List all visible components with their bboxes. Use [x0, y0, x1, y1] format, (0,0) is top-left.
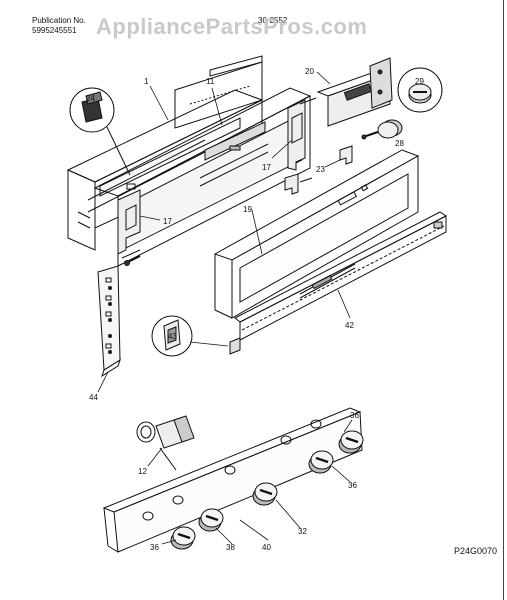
clip-23-upper	[339, 145, 353, 165]
callout-20: 20	[305, 67, 314, 76]
diagram-code: P24G0070	[453, 546, 497, 556]
callout-29: 29	[415, 77, 424, 86]
clip-43	[151, 315, 193, 357]
screw	[124, 255, 141, 266]
callout-40: 40	[262, 543, 271, 552]
callout-42: 42	[345, 321, 354, 330]
callout-1: 1	[144, 77, 149, 86]
model-code: 30-2552	[258, 16, 288, 25]
knob-36-b	[338, 430, 364, 454]
knob-38	[198, 508, 224, 532]
watermark: AppliancePartsPros.com	[96, 14, 368, 39]
callout-44: 44	[89, 393, 98, 402]
callout-17-upper: 17	[262, 163, 271, 172]
knob-35	[308, 450, 334, 474]
callout-35: 36	[348, 481, 357, 490]
callout-11: 11	[206, 77, 215, 86]
bracket-17-left	[117, 189, 141, 259]
callout-19: 19	[243, 205, 252, 214]
bracket-17-right	[287, 99, 306, 171]
publication-number: 5995245551	[32, 26, 77, 35]
callout-43: 43	[168, 332, 177, 341]
page-edge-line	[503, 0, 504, 600]
rear-shield	[174, 55, 263, 129]
knob-32	[252, 482, 278, 506]
valve-panel-40	[102, 407, 363, 553]
knob-28	[361, 119, 403, 140]
callout-17-lower: 17	[163, 217, 172, 226]
clock-knob-29	[397, 67, 443, 113]
callout-24: 24	[86, 94, 95, 103]
callout-36-right: 36	[350, 411, 359, 420]
clock-board-20	[299, 57, 393, 127]
side-bracket-44	[97, 265, 121, 378]
leader-lines	[97, 71, 353, 545]
callout-38: 38	[226, 543, 235, 552]
control-panel-front-19	[213, 149, 420, 319]
trim-strip-42	[229, 211, 447, 355]
callout-28: 28	[395, 139, 404, 148]
clip-23-lower	[284, 173, 313, 195]
ignition-switch-12	[136, 415, 195, 471]
knob-36-a	[170, 526, 196, 550]
rocker-switch-24	[69, 87, 131, 176]
callout-32: 32	[298, 527, 307, 536]
callout-36-left: 36	[150, 543, 159, 552]
callout-23: 23	[316, 165, 325, 174]
callout-12: 12	[138, 467, 147, 476]
publication-label: Publication No.	[32, 16, 86, 25]
